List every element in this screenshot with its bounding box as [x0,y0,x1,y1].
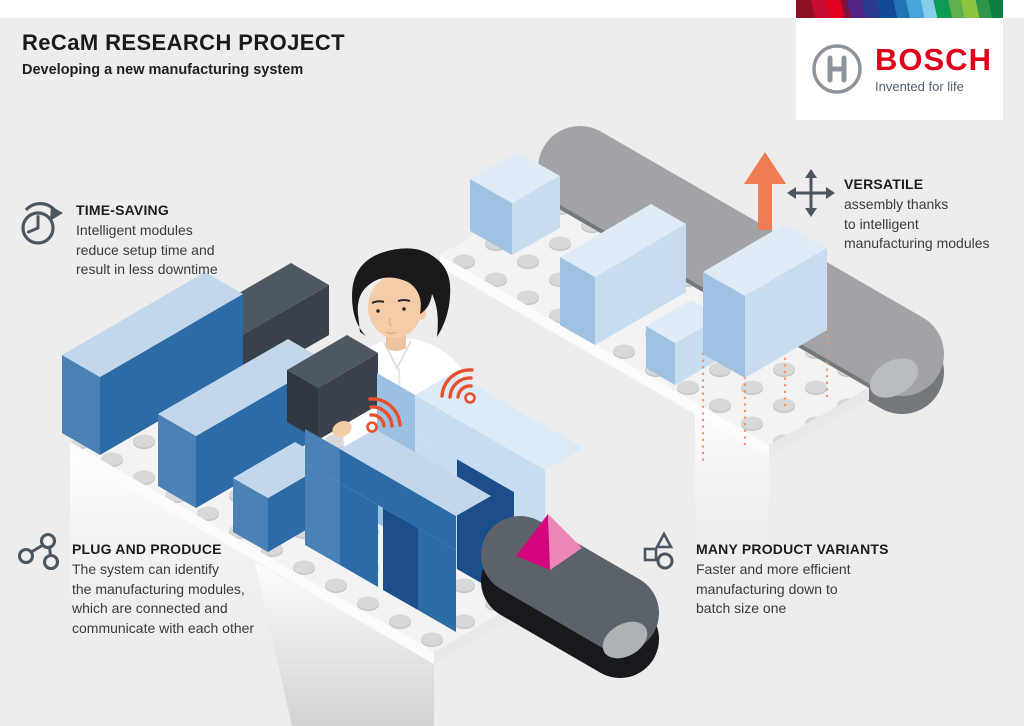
mouth [385,331,397,335]
arch-module-front [305,429,491,632]
callout-line: result in less downtime [76,261,218,277]
pyramid-product [516,514,582,570]
brow-right [397,299,411,302]
callout-line: reduce setup time and [76,241,215,258]
callout-line: Faster and more efficient [696,561,851,577]
page-title: ReCaM RESEARCH PROJECT [22,30,345,55]
brand-name: BOSCH [875,41,992,77]
eye-left [376,309,380,313]
callout-line: assembly thanks [844,196,949,212]
callout-versatile: VERSATILE assembly thanks to intelligent… [786,168,990,254]
wifi-signal-right [440,368,476,404]
conveyor-lower [481,514,659,678]
worker-hand [332,420,352,438]
module-cube [470,152,560,255]
shape-variants-icon [643,531,674,570]
arch-opening [383,508,418,610]
left-pedestal [255,562,434,726]
bosch-supergraphic-strip [796,0,1003,18]
work-module [287,335,378,440]
clock-rotate-icon [21,202,63,245]
light-blue-modules [470,152,829,464]
four-way-arrows-icon [787,169,835,217]
module-b1 [62,272,243,455]
brand-tagline: Invented for life [875,78,964,94]
callout-line: Intelligent modules [76,222,193,238]
callout-line: the manufacturing modules, [72,580,245,597]
callout-title: MANY PRODUCT VARIANTS [696,541,889,557]
brow-left [371,300,385,304]
coat-collar [383,340,412,371]
callout-title: TIME-SAVING [76,202,169,218]
connected-nodes-icon [17,532,60,571]
callout-many-product-variants: MANY PRODUCT VARIANTS Faster and more ef… [642,530,889,619]
callout-line: The system can identify [72,561,220,577]
conveyor-roller [602,621,648,659]
callout-line: which are connected and [72,600,228,616]
callout-line: communicate with each other [72,619,255,636]
hair [352,248,451,337]
face [368,276,422,338]
page-subtitle: Developing a new manufacturing system [22,62,304,78]
top-white-strip [0,0,1024,18]
right-pedestal [695,403,769,635]
callout-plug-and-produce: PLUG AND PRODUCE The system can identify… [16,531,254,638]
bosch-logo-card: BOSCH Invented for life [796,18,1003,120]
conveyor-roller [869,358,919,398]
bosch-anchor-icon [812,44,862,94]
callout-title: VERSATILE [844,176,924,192]
callout-line: batch size one [696,600,787,616]
callout-title: PLUG AND PRODUCE [72,541,222,557]
module-long [560,204,686,345]
alignment-guides [701,304,829,464]
callout-line: to intelligent [844,215,919,232]
eye-right [402,307,406,311]
callout-line: manufacturing modules [844,235,990,251]
nose [388,317,393,327]
wifi-signal-left [366,397,402,433]
up-arrow [744,152,786,230]
callout-line: manufacturing down to [696,580,838,597]
floating-module [703,224,827,378]
callout-time-saving: TIME-SAVING Intelligent modules reduce s… [18,190,218,280]
page-header: ReCaM RESEARCH PROJECT Developing a new … [22,30,345,78]
